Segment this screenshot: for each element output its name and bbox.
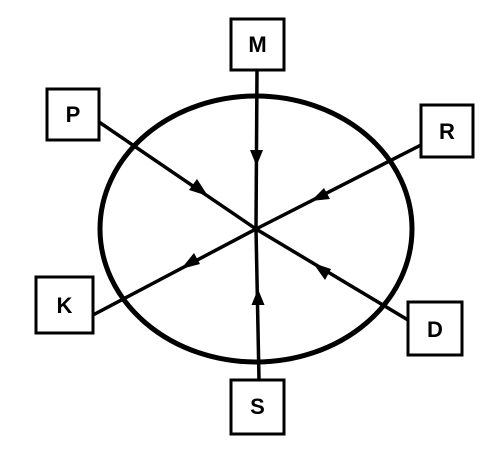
arrowhead-m (250, 150, 263, 166)
arrowhead-s (251, 289, 265, 305)
node-label-d: D (427, 317, 443, 342)
node-d: D (406, 300, 464, 357)
node-box-s (229, 378, 286, 436)
node-k: K (34, 275, 95, 335)
spoke-r (255, 143, 422, 231)
spoke-k (92, 227, 257, 317)
node-box-m (229, 17, 286, 72)
arrowhead-k (181, 253, 200, 269)
arrowhead-d (313, 263, 331, 280)
node-box-k (34, 275, 95, 335)
node-label-k: K (57, 293, 73, 318)
node-box-p (45, 87, 101, 142)
node-r: R (419, 103, 475, 159)
spoke-m (254, 69, 259, 230)
arrowhead-r (311, 188, 330, 201)
node-p: P (45, 87, 101, 142)
spoke-d (255, 227, 409, 322)
node-m: M (229, 17, 286, 72)
node-label-p: P (66, 102, 81, 127)
arrowhead-p (189, 179, 208, 196)
node-label-m: M (248, 32, 266, 57)
node-box-r (419, 103, 475, 159)
node-label-r: R (439, 119, 455, 144)
node-box-d (406, 300, 464, 357)
node-label-s: S (250, 394, 265, 419)
node-s: S (229, 378, 286, 436)
spoke-p (98, 120, 257, 231)
